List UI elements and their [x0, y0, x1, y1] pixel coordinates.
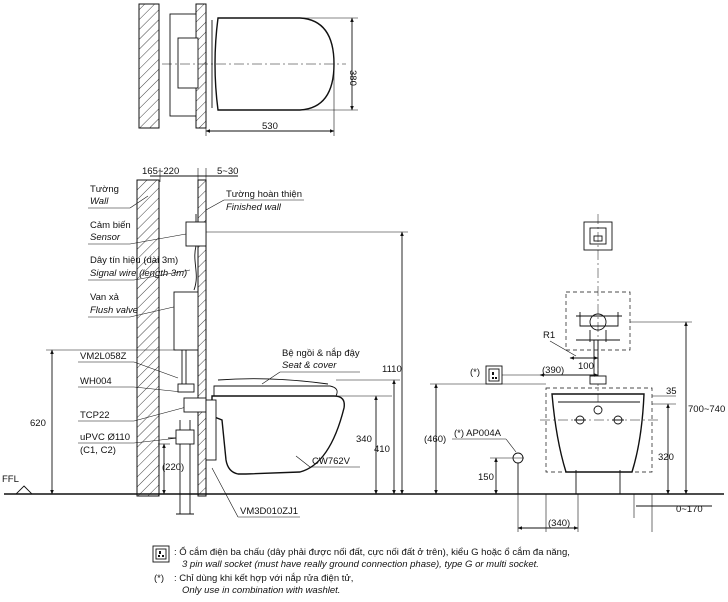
dim-1110: 1110	[382, 364, 402, 375]
sensor-box	[185, 221, 207, 247]
top-view-tank	[177, 37, 199, 89]
front-dim-0-170: 0~170	[676, 504, 703, 515]
part-tcp22: TCP22	[80, 410, 110, 421]
front-dim-150: 150	[478, 472, 494, 483]
front-view: R1 100 (*) (390) 700~740 35 320	[424, 214, 725, 532]
bracket-model: VM3D010ZJ1	[240, 506, 298, 517]
socket-asterisk: (*)	[470, 367, 480, 378]
top-view-wall	[138, 3, 160, 129]
r1-label: R1	[543, 330, 555, 341]
flush-valve-body	[173, 291, 199, 351]
dim-220: (220)	[162, 462, 184, 473]
pipe-codes: (C1, C2)	[80, 445, 116, 456]
dim-620: 620	[30, 418, 46, 429]
note-socket-en: 3 pin wall socket (must have really grou…	[182, 559, 539, 570]
top-view-width-dim: 530	[262, 121, 278, 132]
washlet-part: (*) AP004A	[454, 428, 502, 439]
note-asterisk-en: Only use in combination with washlet.	[182, 585, 340, 596]
wall-label-en: Wall	[90, 196, 109, 207]
sensor-label-en: Sensor	[90, 232, 121, 243]
side-bowl	[211, 395, 345, 475]
notes: : Ổ cắm điện ba chấu (dây phải được nối …	[152, 545, 570, 596]
wall-gap-dim: 165~220	[142, 166, 179, 177]
front-dim-340: (340)	[548, 518, 570, 529]
note-asterisk-vi: : Chỉ dùng khi kết hợp với nắp rửa điện …	[174, 573, 353, 584]
front-dim-100: 100	[578, 361, 594, 372]
front-dim-35: 35	[666, 386, 677, 397]
finished-wall-label-en: Finished wall	[226, 202, 282, 213]
pipe-label: uPVC Ø110	[80, 432, 130, 443]
front-dim-700-740: 700~740	[688, 404, 725, 415]
part-vm2l058z: VM2L058Z	[80, 351, 127, 362]
dim-410: 410	[374, 444, 390, 455]
note-asterisk-label: (*)	[154, 573, 164, 584]
bowl-model: CW762V	[312, 456, 351, 467]
seat-label-en: Seat & cover	[282, 360, 337, 371]
front-dim-460: (460)	[424, 434, 446, 445]
signal-wire-label-en: Signal wire (length 3m)	[90, 268, 187, 279]
side-seat	[213, 385, 338, 397]
front-bowl	[551, 393, 645, 473]
front-dim-320: 320	[658, 452, 674, 463]
wall-label: Tường	[90, 184, 119, 195]
sensor-label: Cảm biến	[90, 220, 131, 231]
seat-label: Bệ ngồi & nắp đậy	[282, 348, 360, 359]
flush-valve-label: Van xả	[90, 292, 120, 303]
note-socket-vi: : Ổ cắm điện ba chấu (dây phải được nối …	[174, 546, 570, 558]
top-view-bowl	[214, 17, 335, 111]
signal-wire-label: Dây tín hiệu (dài 3m)	[90, 255, 178, 266]
front-dim-390: (390)	[542, 365, 564, 376]
dim-340: 340	[356, 434, 372, 445]
front-bowl-outline	[545, 387, 653, 473]
top-view-depth-dim: 380	[347, 70, 358, 86]
floor-label: FFL	[2, 474, 19, 485]
side-view: 165~220 5~30 Tường Wall Cảm biến Sensor …	[30, 166, 408, 518]
top-view: 380 530	[138, 3, 358, 136]
side-wall	[136, 179, 160, 497]
part-wh004: WH004	[80, 376, 112, 387]
finished-wall-label: Tường hoàn thiện	[226, 189, 302, 200]
flush-valve-label-en: Flush valve	[90, 305, 138, 316]
finish-dim: 5~30	[217, 166, 238, 177]
